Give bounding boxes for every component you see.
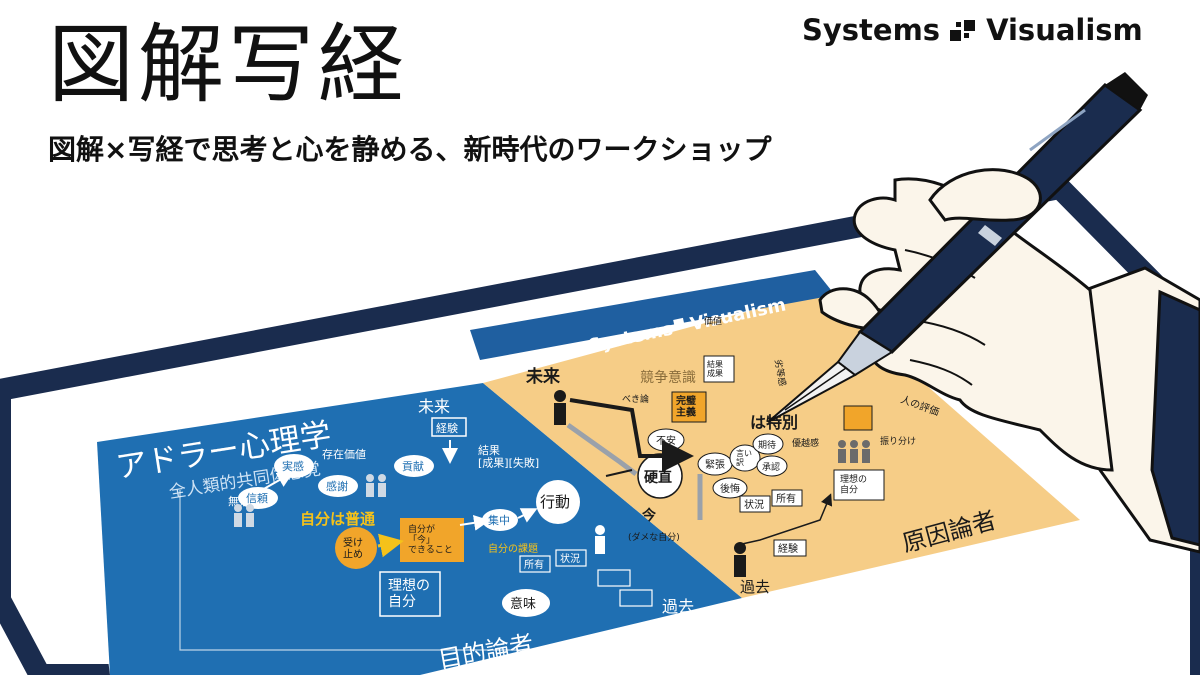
right-arrow-experience: [741, 493, 833, 545]
right-excuse-node: [729, 444, 761, 472]
left-arrow-accept: [377, 533, 404, 558]
left-experience-box: [431, 417, 467, 437]
systems-visualism-logo-icon: [948, 17, 978, 43]
left-owned-label: 所有: [524, 558, 544, 571]
left-people-icon: [234, 474, 386, 527]
left-focus-node: [482, 509, 518, 531]
left-now-self-label: 自分が「今」できること: [408, 523, 453, 556]
right-people-icon: [838, 440, 870, 463]
right-now-note: (ダメな自分): [628, 531, 680, 543]
brand-logo: Systems Visualism: [802, 10, 1143, 50]
left-experience-box-2: [597, 569, 631, 587]
right-perfectionism-box: [671, 391, 707, 423]
right-person-future-icon: [554, 390, 566, 425]
left-owned-box: [519, 555, 551, 573]
right-situation-label: 状況: [744, 498, 764, 511]
left-future-label: 未来: [418, 397, 450, 416]
right-regret-node: [712, 477, 748, 499]
left-contribution-label: 貢献: [402, 459, 424, 473]
left-action-node: [536, 480, 580, 524]
left-experience-box-3: [619, 589, 653, 607]
right-result-box-2: [843, 405, 873, 431]
right-past-label: 過去: [740, 578, 770, 596]
left-past-label: 過去: [662, 597, 694, 616]
sheet-header-strip: [470, 270, 835, 360]
right-future-label: 未来: [525, 366, 561, 387]
right-experience-box: [773, 539, 807, 557]
right-ideal-self-box: [833, 469, 885, 501]
left-existence-label: 存在価値: [322, 447, 366, 461]
left-situation-label: 状況: [560, 552, 580, 565]
left-accept-label: 受け止め: [343, 537, 363, 561]
left-outline-loop: [179, 490, 560, 651]
brand-right-text: Visualism: [986, 13, 1143, 47]
right-expectation-label: 期待: [758, 439, 776, 451]
right-rigid-label: 硬直: [644, 469, 672, 486]
right-allocation-label: 振り分け: [880, 435, 916, 447]
left-panel-content: アドラー心理学 全人類的共同体感覚 未来 経験 結果[成果][失敗] 実感 存在…: [114, 397, 694, 674]
brand-left-text: Systems: [802, 13, 941, 47]
right-experience-label: 経験: [778, 542, 798, 555]
right-competition-label: 競争意識: [640, 369, 696, 386]
page-subtitle: 図解×写経で思考と心を静める、新時代のワークショップ: [48, 133, 772, 166]
right-special-label: は特別: [750, 413, 798, 432]
left-gratitude-label: 感謝: [326, 479, 348, 493]
page-title: 図解写経: [48, 15, 408, 115]
sheet-logo-icon: [673, 317, 686, 330]
right-now-label: 今: [641, 507, 656, 524]
left-trust-node: [238, 487, 278, 509]
left-task-label: 自分の課題: [488, 542, 538, 555]
right-superiority-label: 優越感: [792, 437, 819, 449]
left-result-label: 結果[成果][失敗]: [478, 443, 539, 470]
left-arrow-action: [517, 508, 538, 523]
right-tension-label: 緊張: [705, 459, 725, 471]
right-perfectionism-label: 完璧主義: [676, 394, 696, 419]
left-arrow-focus: [459, 514, 490, 531]
right-approval-node: [756, 455, 788, 477]
left-person-action-icon: [595, 525, 605, 554]
right-owned-label: 所有: [776, 492, 796, 505]
right-value-label: 価値: [704, 315, 722, 327]
left-actual-node: [274, 454, 314, 478]
left-meaning-node: [502, 589, 550, 617]
left-arrow-trust: [261, 472, 294, 491]
left-meaning-label: 意味: [510, 596, 536, 612]
right-result-box: [703, 355, 735, 383]
hand-holding-pen-icon: [767, 72, 1200, 554]
right-situation-box: [739, 495, 771, 513]
right-should-label: べき論: [622, 393, 649, 405]
right-owned-box: [771, 489, 803, 507]
left-contribution-node: [394, 455, 434, 477]
left-action-label: 行動: [540, 493, 570, 511]
left-accept-node: [335, 527, 377, 569]
left-actual-label: 実感: [282, 459, 304, 473]
left-situation-box: [555, 549, 587, 567]
right-arrow-future-anxiety: [569, 398, 694, 472]
left-gratitude-node: [318, 475, 358, 497]
right-expectation-node: [752, 433, 784, 455]
right-x-mark: [605, 469, 633, 477]
right-excuse-label: 言い訳: [736, 448, 752, 467]
right-regret-label: 後悔: [720, 482, 740, 495]
right-result-label: 結果成果: [707, 359, 723, 378]
right-person-past-icon: [734, 542, 746, 577]
right-anxiety-label: 不安: [656, 434, 676, 447]
left-experience-label: 経験: [436, 421, 458, 435]
left-ideal-self-label: 理想の自分: [388, 578, 430, 610]
left-focus-label: 集中: [488, 513, 510, 527]
left-ordinary-label: 自分は普通: [300, 510, 375, 528]
left-now-self-box: [400, 518, 464, 562]
left-ideal-self-box: [379, 571, 441, 617]
right-ideal-self-label: 理想の自分: [840, 473, 867, 495]
right-approval-label: 承認: [762, 461, 780, 473]
left-trust-label: 信頼: [246, 492, 268, 505]
